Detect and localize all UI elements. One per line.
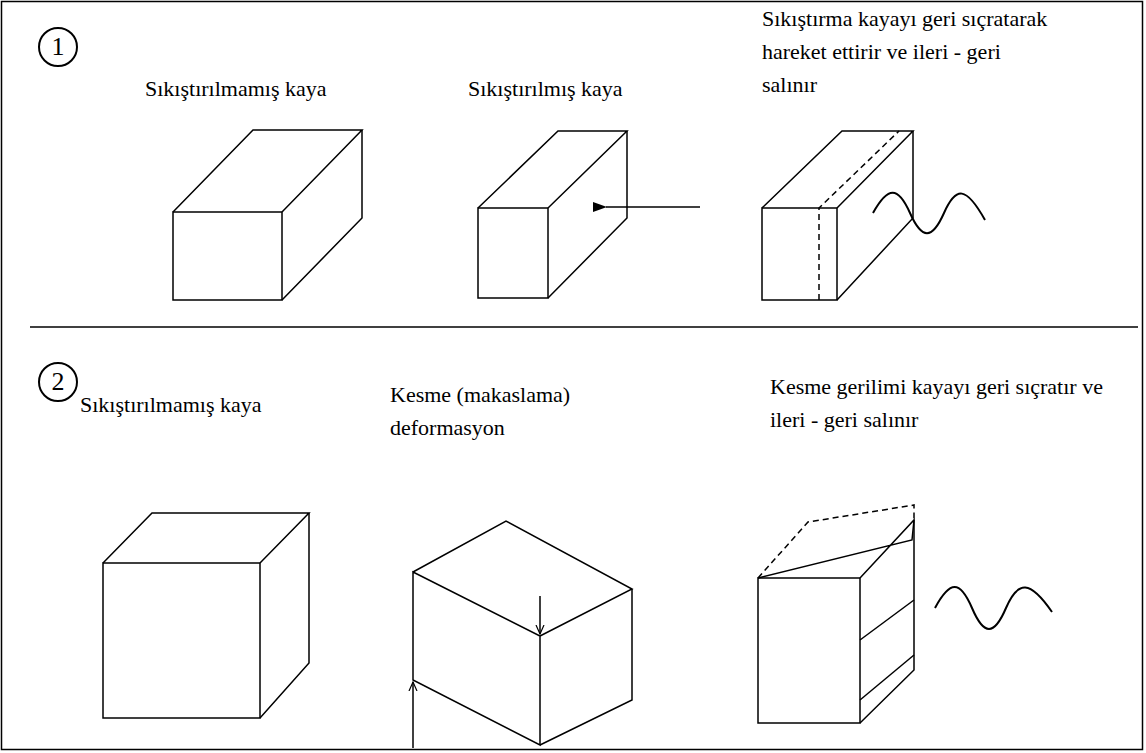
compression-arrow xyxy=(606,206,700,208)
wave xyxy=(873,193,985,234)
uncompressed-rock xyxy=(173,130,362,300)
caption-label: Kesme gerilimi kayayı geri sıçratır ve i… xyxy=(770,370,1110,436)
shear-arrow xyxy=(539,596,541,634)
rebounding-rock xyxy=(762,131,913,300)
callout-text: 1 xyxy=(52,34,65,60)
callout-number: 1 xyxy=(38,27,78,67)
wave xyxy=(935,587,1052,629)
shear-arrow xyxy=(412,682,414,748)
caption-label: Sıkıştırılmış kaya xyxy=(468,72,623,105)
shear-deformed-rock xyxy=(413,521,632,745)
uncompressed-rock xyxy=(103,513,309,718)
callout-text: 2 xyxy=(52,369,65,395)
callout-number: 2 xyxy=(38,362,78,402)
caption-label: Kesme (makaslama) deformasyon xyxy=(390,378,600,444)
compressed-rock xyxy=(478,131,627,298)
rebounding-rock xyxy=(758,505,914,723)
caption-label: Sıkıştırma kayayı geri sıçratarak hareke… xyxy=(762,2,1054,101)
caption-label: Sıkıştırılmamış kaya xyxy=(80,388,262,421)
caption-label: Sıkıştırılmamış kaya xyxy=(145,72,327,105)
separator xyxy=(30,326,1138,328)
